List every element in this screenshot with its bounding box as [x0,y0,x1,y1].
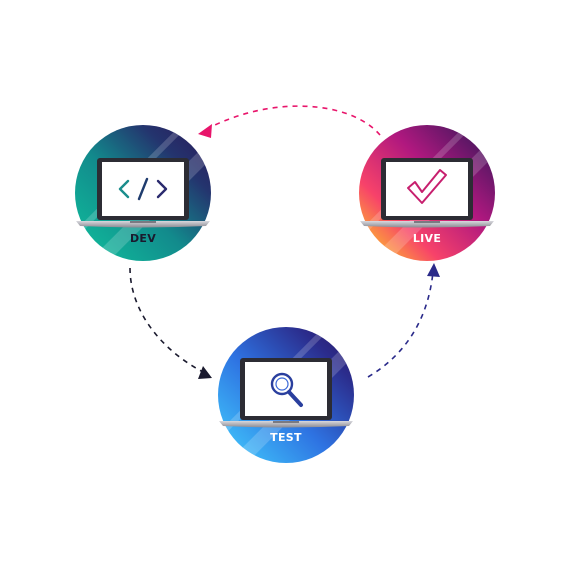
connector-live-to-dev [198,105,381,138]
live-laptop-icon [360,158,494,228]
stage-node-live: LIVE [359,125,495,261]
arrowhead-left-icon [198,124,212,138]
stage-node-dev: DEV [75,125,211,261]
connector-dev-to-test [129,267,212,379]
arrowhead-up-icon [427,263,440,277]
stage-node-test: TEST [218,327,354,463]
checkmark-icon [407,169,447,204]
magnifying-glass-icon [270,372,303,407]
code-brackets-icon [118,177,168,201]
arrowhead-down-right-icon [198,366,212,379]
test-label: TEST [270,431,302,444]
live-label: LIVE [413,232,441,245]
test-laptop-icon [219,358,353,428]
connector-test-to-live [367,263,440,378]
dev-label: DEV [130,232,156,245]
